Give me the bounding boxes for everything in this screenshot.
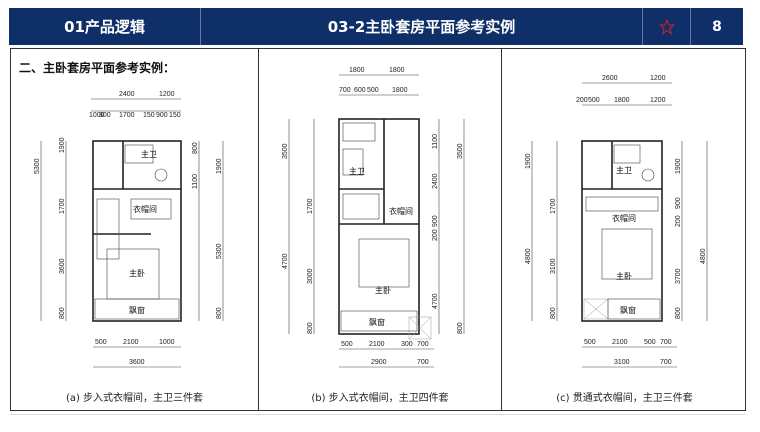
dim-b-right-3: 200 (432, 229, 439, 241)
dim-a-left-1: 1700 (59, 198, 66, 214)
dim-c-left-2: 3100 (550, 258, 557, 274)
dim-b-bottom-total: 2900 (371, 359, 387, 366)
dim-a-bottom-1: 2100 (123, 339, 139, 346)
floorplan-b-drawing: 1800 1800 700 600 500 1800 3500 4700 170… (282, 67, 465, 368)
room-b-closet: 衣帽间 (389, 206, 413, 216)
dim-b-right-2: 900 (432, 215, 439, 227)
dim-a-left-3: 800 (59, 307, 66, 319)
dim-b-top2-1: 600 (354, 87, 366, 94)
slide-title: 03-2主卧套房平面参考实例 (201, 8, 643, 45)
dim-c-right-4: 800 (675, 307, 682, 319)
floorplan-panel-c: 2600 1200 200 500 1800 1200 1900 4800 17… (502, 49, 747, 410)
dim-b-right-total: 3500 (457, 143, 464, 159)
dim-c-top1-0: 2600 (602, 75, 618, 82)
dim-a-right-total: 5300 (216, 243, 223, 259)
dim-c-bottom-3: 700 (660, 339, 672, 346)
dim-b-right-1: 2400 (432, 173, 439, 189)
room-a-master: 主卧 (129, 268, 145, 278)
caption-a: (a) 步入式衣帽间，主卫三件套 (65, 393, 204, 404)
dim-a-right-0: 800 (192, 142, 199, 154)
dim-c-left-total: 4800 (525, 248, 532, 264)
caption-c: (c) 贯通式衣帽间，主卫三件套 (556, 393, 693, 404)
dim-b-right-5: 800 (457, 322, 464, 334)
dim-b-right-4: 4700 (432, 293, 439, 309)
dim-b-top1-1: 1800 (389, 67, 405, 74)
dim-c-bottom-total: 3100 (614, 359, 630, 366)
dim-b-left-total: 4700 (282, 253, 289, 269)
dim-a-top2-2: 1700 (119, 112, 135, 119)
dim-c-right-2: 200 (675, 215, 682, 227)
dim-b-left-0: 3500 (282, 143, 289, 159)
dim-b-left-3: 800 (307, 322, 314, 334)
dim-a-top2-4: 900 (156, 112, 168, 119)
dim-b-top2-3: 1800 (392, 87, 408, 94)
dim-c-top1-1: 1200 (650, 75, 666, 82)
dim-a-top2-1: 800 (99, 112, 111, 119)
dim-b-bottom-0: 500 (341, 341, 353, 348)
section-heading: 二、主卧套房平面参考实例： (19, 61, 176, 75)
dim-a-right-1: 1100 (192, 174, 199, 189)
dim-b-bottom-1: 2100 (369, 341, 385, 348)
star-icon (643, 8, 691, 45)
dim-c-left-1: 1700 (550, 198, 557, 214)
dim-a-top2-3: 150 (143, 112, 155, 119)
room-c-bath: 主卫 (616, 165, 632, 175)
dim-c-top2-0: 200 (576, 97, 588, 104)
room-b-window: 飘窗 (369, 317, 385, 327)
dim-c-top2-3: 1200 (650, 97, 666, 104)
dim-a-top1-1: 1200 (159, 91, 175, 98)
room-b-bath: 主卫 (349, 166, 365, 176)
dim-a-right-2: 1900 (216, 158, 223, 174)
dim-c-right-3: 3700 (675, 268, 682, 284)
dim-a-bottom-0: 500 (95, 339, 107, 346)
dim-a-left-2: 3600 (59, 258, 66, 274)
room-c-closet: 衣帽间 (612, 213, 636, 223)
dim-a-left-total: 5300 (34, 158, 41, 174)
dim-b-bottom-3: 700 (417, 341, 429, 348)
dim-c-left-0: 1900 (525, 153, 532, 169)
floorplan-c-drawing: 2600 1200 200 500 1800 1200 1900 4800 17… (525, 75, 708, 368)
dim-a-top1-0: 2400 (119, 91, 135, 98)
dim-b-top1-0: 1800 (349, 67, 365, 74)
section-label: 01产品逻辑 (9, 8, 201, 45)
dim-b-bottom-extra: 700 (417, 359, 429, 366)
dim-a-bottom-2: 1000 (159, 339, 175, 346)
floorplan-panel-a: 2400 1200 1000 800 1700 150 900 150 5300… (11, 49, 259, 410)
dim-c-bottom-1: 2100 (612, 339, 628, 346)
dim-c-right-total: 4800 (700, 248, 707, 264)
room-a-closet: 衣帽间 (133, 204, 157, 214)
dim-b-top2-0: 700 (339, 87, 351, 94)
room-a-window: 飘窗 (129, 305, 145, 315)
dim-c-right-0: 1900 (675, 158, 682, 174)
dim-a-bottom-total: 3600 (129, 359, 145, 366)
dim-c-top2-2: 1800 (614, 97, 630, 104)
dim-c-bottom-extra: 700 (660, 359, 672, 366)
dim-a-top2-0: 1000 (89, 112, 105, 119)
dim-b-bottom-2: 300 (401, 341, 413, 348)
floorplan-a-drawing: 2400 1200 1000 800 1700 150 900 150 5300… (34, 91, 224, 368)
slide-header: 01产品逻辑 03-2主卧套房平面参考实例 8 (9, 8, 743, 45)
dim-c-bottom-0: 500 (584, 339, 596, 346)
dim-c-right-1: 900 (675, 197, 682, 209)
dim-c-top2-1: 500 (588, 97, 600, 104)
dim-a-right-3: 800 (216, 307, 223, 319)
dim-b-top2-2: 500 (367, 87, 379, 94)
room-c-window: 飘窗 (620, 305, 636, 315)
footer-divider (10, 414, 746, 415)
dim-b-left-1: 1700 (307, 198, 314, 214)
floorplan-panel-b: 1800 1800 700 600 500 1800 3500 4700 170… (259, 49, 502, 410)
caption-b: (b) 步入式衣帽间，主卫四件套 (311, 393, 449, 404)
dim-a-top2-5: 150 (169, 112, 181, 119)
room-a-bath: 主卫 (141, 149, 157, 159)
dim-c-bottom-2: 500 (644, 339, 656, 346)
dim-b-left-2: 3000 (307, 268, 314, 284)
dim-a-left-0: 1900 (59, 137, 66, 153)
dim-c-left-3: 800 (550, 307, 557, 319)
dim-b-right-0: 1100 (432, 134, 439, 149)
content-frame: 二、主卧套房平面参考实例： 2400 1200 1000 800 1700 15… (10, 48, 746, 411)
room-c-master: 主卧 (616, 271, 632, 281)
room-b-master: 主卧 (375, 285, 391, 295)
page-number: 8 (712, 18, 722, 35)
